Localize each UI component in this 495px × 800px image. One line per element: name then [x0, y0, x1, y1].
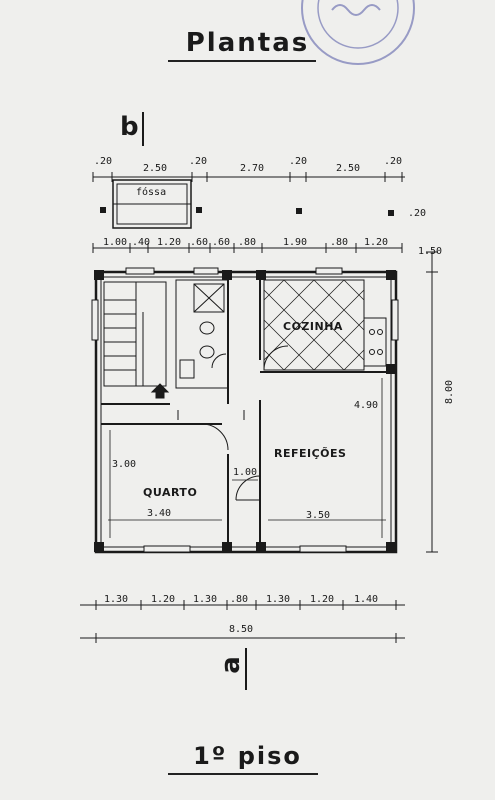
dim-refeicoes-height: 4.90 [354, 400, 379, 411]
dim-refeicoes-width: 3.50 [306, 510, 331, 521]
dim-corridor-width: 1.00 [233, 467, 258, 478]
column-markers [100, 207, 394, 216]
dim-row2-6: .80 [238, 237, 257, 248]
dim-row2-4: .60 [190, 237, 209, 248]
dim-row3-7: 1.40 [354, 594, 379, 605]
dim-row3-6: 1.20 [310, 594, 335, 605]
dim-quarto-width: 3.40 [147, 508, 172, 519]
dim-row3-2: 1.20 [151, 594, 176, 605]
dim-row1-7: .20 [384, 156, 403, 167]
dim-quarto-height: 3.00 [112, 459, 137, 470]
section-label-b: b [120, 112, 139, 142]
page-title: Plantas [185, 28, 310, 58]
dim-row2-7: 1.90 [283, 237, 308, 248]
dim-row1-4: 2.70 [240, 163, 265, 174]
floor-label: 1º piso [193, 742, 302, 770]
dimension-line-row3 [80, 600, 405, 610]
dim-row3-1: 1.30 [104, 594, 129, 605]
floor-label-underline [168, 773, 318, 775]
dim-row2-8: .80 [330, 237, 349, 248]
dim-row1-2: 2.50 [143, 163, 168, 174]
fossa-label: fóssa [136, 187, 167, 198]
dim-row1-1: .20 [94, 156, 113, 167]
dim-row3-4: .80 [230, 594, 249, 605]
dimension-line-row2 [92, 243, 403, 253]
dim-total-width: 8.50 [229, 624, 254, 635]
dim-row2-9: 1.20 [364, 237, 389, 248]
interior-walls [101, 276, 390, 548]
room-label-cozinha: COZINHA [283, 320, 343, 333]
exterior-walls [94, 270, 398, 554]
section-label-a: a [215, 656, 246, 674]
dim-row3-5: 1.30 [266, 594, 291, 605]
room-label-quarto: QUARTO [143, 486, 198, 499]
dim-row1-6: 2.50 [336, 163, 361, 174]
dim-row2-3: 1.20 [157, 237, 182, 248]
dim-row2-5: .60 [212, 237, 231, 248]
dimension-line-row1 [92, 172, 405, 182]
fossa-box [112, 179, 192, 229]
dim-fossa-side: .20 [408, 208, 427, 219]
dim-row1-3: .20 [189, 156, 208, 167]
bathroom [175, 279, 229, 389]
dim-row2-2: .40 [132, 237, 151, 248]
windows [91, 267, 399, 553]
kitchen-tiles [263, 279, 365, 371]
title-underline [168, 60, 316, 62]
room-dimension-lines [108, 378, 386, 538]
wall-columns [94, 270, 396, 552]
staircase [103, 281, 170, 399]
dim-total-height: 8.00 [444, 379, 455, 404]
dim-row2-right: 1.50 [418, 246, 443, 257]
dimension-line-right [426, 251, 438, 553]
dim-row1-5: .20 [289, 156, 308, 167]
room-label-refeicoes: REFEIÇÕES [274, 447, 347, 460]
doors [177, 410, 261, 501]
museum-stamp [301, 0, 415, 65]
dim-row3-3: 1.30 [193, 594, 218, 605]
dimension-line-total [80, 633, 405, 643]
dim-row2-1: 1.00 [103, 237, 128, 248]
